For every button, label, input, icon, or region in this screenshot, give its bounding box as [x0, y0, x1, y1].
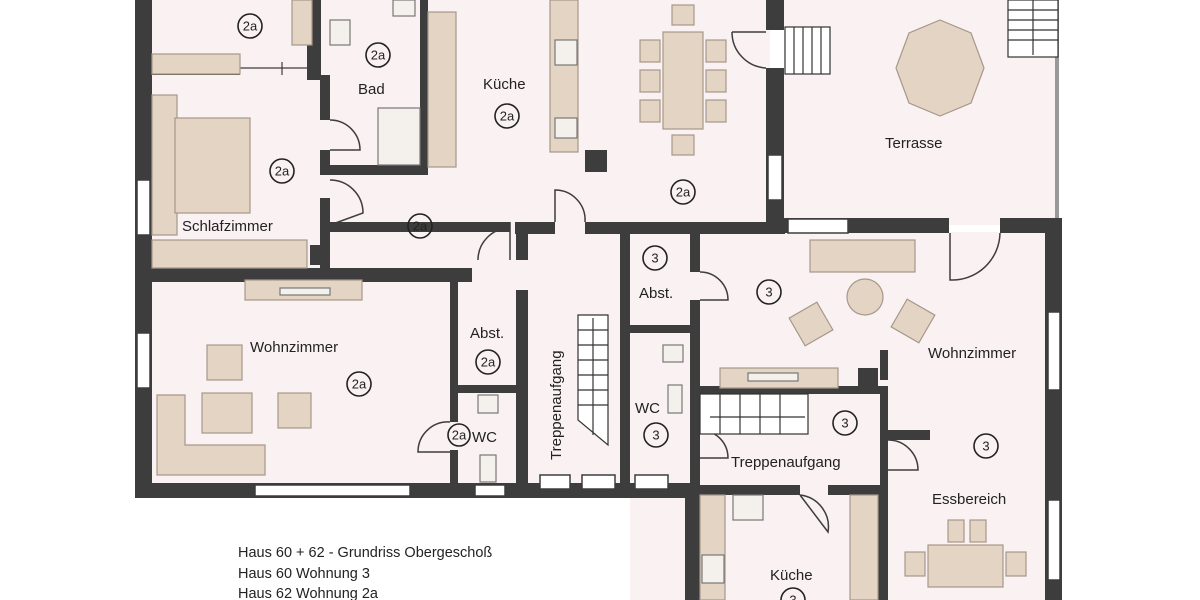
badge-2a: 2a — [475, 349, 501, 375]
badge-3: 3 — [832, 410, 858, 436]
badge-2a: 2a — [346, 371, 372, 397]
svg-text:2a: 2a — [481, 355, 496, 370]
badge-2a: 2a — [407, 213, 433, 239]
legend-line-3: Haus 62 Wohnung 2a — [238, 586, 379, 600]
label-wohnzimmer-3: Wohnzimmer — [928, 345, 1016, 362]
parasol — [895, 19, 985, 117]
svg-text:2a: 2a — [371, 48, 386, 63]
badge-2a: 2a — [447, 423, 471, 447]
label-abst-3: Abst. — [639, 285, 673, 302]
svg-text:2a: 2a — [352, 377, 367, 392]
furniture — [151, 0, 1027, 600]
legend-line-1: Haus 60 + 62 - Grundriss Obergeschoß — [238, 545, 492, 561]
svg-text:3: 3 — [789, 593, 796, 600]
svg-text:3: 3 — [651, 251, 658, 266]
svg-text:2a: 2a — [500, 109, 515, 124]
stairs — [577, 0, 1059, 447]
svg-text:2a: 2a — [275, 164, 290, 179]
badge-3: 3 — [756, 279, 782, 305]
svg-text:3: 3 — [841, 416, 848, 431]
legend-line-2: Haus 60 Wohnung 3 — [238, 566, 370, 582]
label-wc-2a: WC — [472, 429, 497, 446]
label-wohnzimmer-2a: Wohnzimmer — [250, 339, 338, 356]
badge-2a: 2a — [494, 103, 520, 129]
svg-text:3: 3 — [765, 285, 772, 300]
label-abst-2a: Abst. — [470, 325, 504, 342]
label-kueche-2a: Küche — [483, 76, 526, 93]
room-labels: Bad Küche Terrasse Schlafzimmer Wohnzimm… — [182, 76, 1016, 584]
windows — [136, 154, 1061, 581]
label-essbereich: Essbereich — [932, 491, 1006, 508]
badge-3: 3 — [643, 422, 669, 448]
badge-2a: 2a — [237, 13, 263, 39]
label-terrasse: Terrasse — [885, 135, 943, 152]
unit-badges: 2a 2a 2a 2a 2a 2a 2a 2a 2a 3 3 3 3 3 3 — [237, 13, 999, 600]
badge-2a: 2a — [365, 42, 391, 68]
svg-text:2a: 2a — [243, 19, 258, 34]
badge-3: 3 — [780, 587, 806, 600]
svg-text:2a: 2a — [413, 219, 428, 234]
label-wc-3: WC — [635, 400, 660, 417]
svg-text:3: 3 — [652, 428, 659, 443]
svg-text:2a: 2a — [452, 428, 467, 443]
plan-legend: Haus 60 + 62 - Grundriss Obergeschoß Hau… — [238, 545, 492, 600]
svg-text:2a: 2a — [676, 185, 691, 200]
svg-text:3: 3 — [982, 439, 989, 454]
label-bad: Bad — [358, 81, 385, 98]
label-kueche-3: Küche — [770, 567, 813, 584]
badge-2a: 2a — [269, 158, 295, 184]
label-schlafzimmer: Schlafzimmer — [182, 218, 273, 235]
badge-2a: 2a — [670, 179, 696, 205]
badge-3: 3 — [973, 433, 999, 459]
label-treppenaufgang-3: Treppenaufgang — [731, 454, 841, 471]
badge-3: 3 — [642, 245, 668, 271]
label-treppenaufgang-2a: Treppenaufgang — [548, 350, 565, 460]
